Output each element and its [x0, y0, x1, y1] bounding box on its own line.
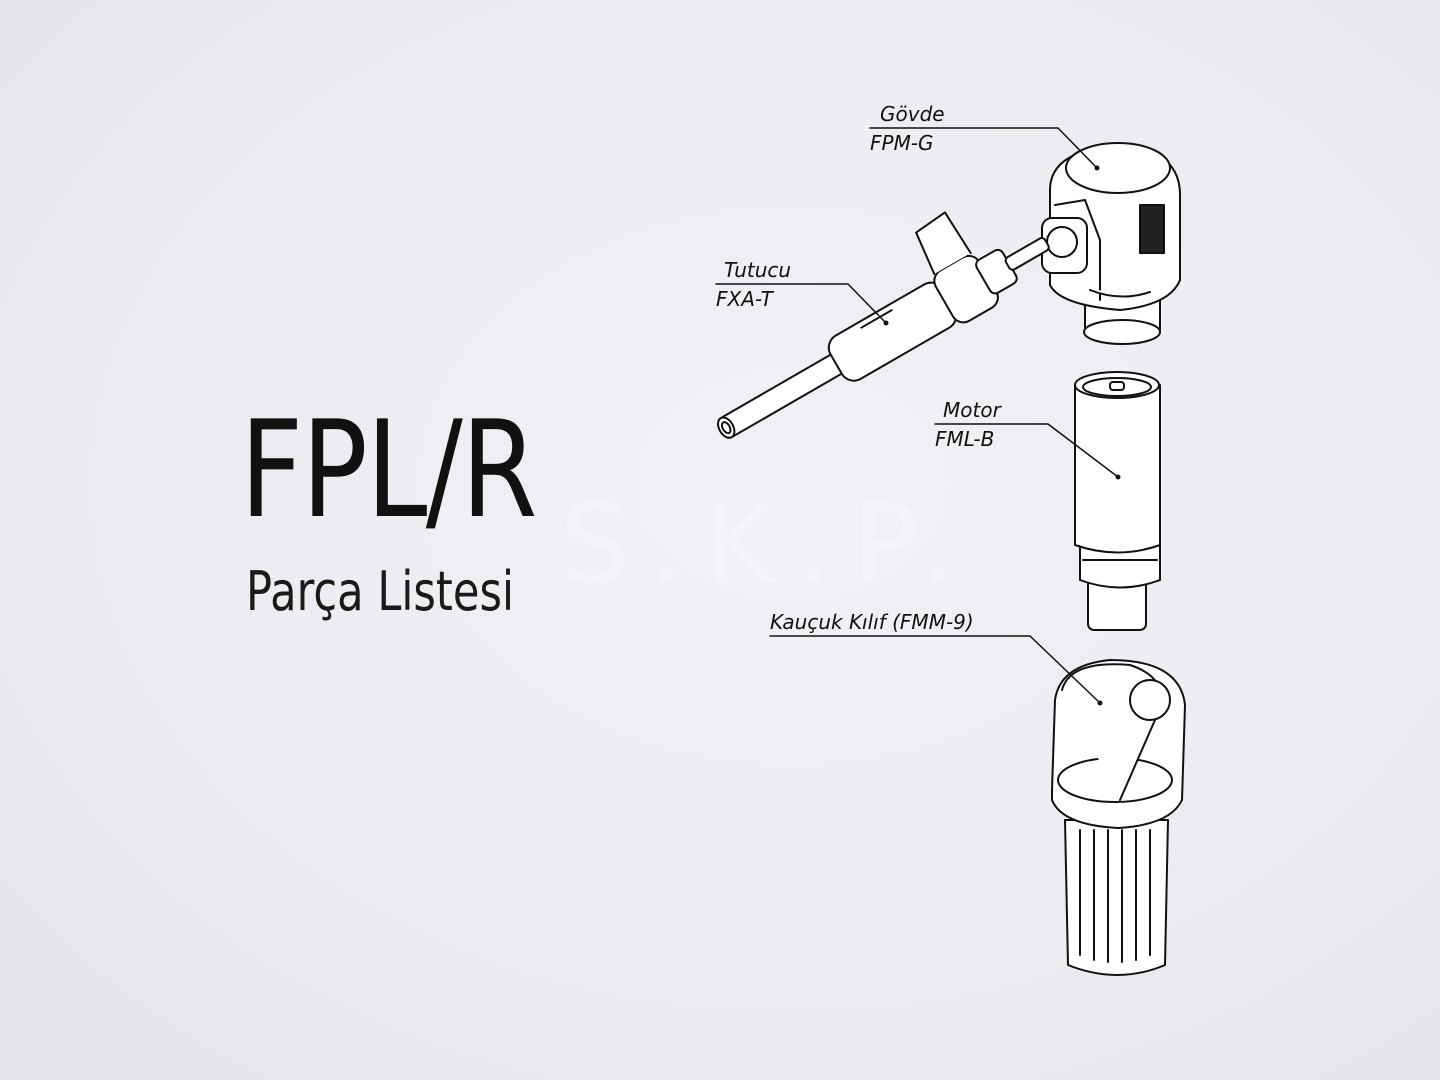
page-title: FPL/R — [240, 392, 537, 548]
part-code-tutucu: FXA-T — [716, 287, 773, 311]
page-subtitle: Parça Listesi — [246, 560, 514, 623]
leader-dots — [883, 165, 1121, 706]
part-code-govde: FPM-G — [870, 131, 934, 155]
tutucu-part — [717, 211, 1050, 439]
kaucuk-kilif-part — [1051, 659, 1186, 976]
part-label-kaucuk-kilif: Kauçuk Kılıf (FMM-9) — [770, 610, 974, 634]
part-label-motor: Motor — [943, 398, 1001, 422]
part-label-govde: Gövde — [880, 102, 945, 126]
leader-lines — [715, 127, 1119, 704]
motor-part — [1074, 371, 1161, 631]
govde-part — [1041, 142, 1181, 345]
watermark: S.K.P. — [560, 480, 977, 608]
part-label-tutucu: Tutucu — [724, 258, 792, 282]
part-code-motor: FML-B — [935, 427, 995, 451]
